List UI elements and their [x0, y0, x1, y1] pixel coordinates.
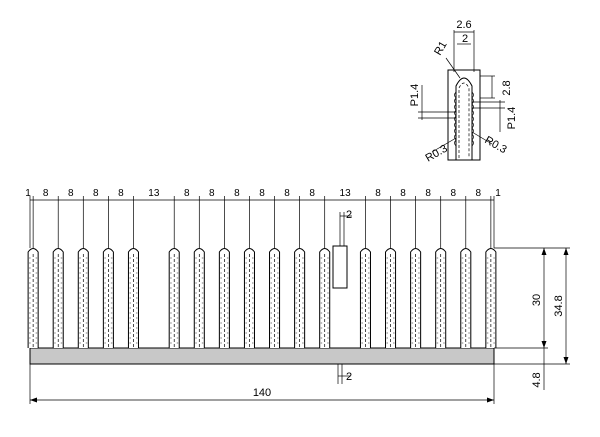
pitch-label: 8: [284, 188, 290, 199]
total-height-label: 34.8: [553, 295, 565, 316]
pitch-label: 8: [400, 188, 406, 199]
pitch-label: 8: [259, 188, 265, 199]
fin: [410, 248, 422, 348]
heatsink-fins: [27, 248, 497, 348]
pitch-label: 8: [93, 188, 99, 199]
pitch-label: 1: [495, 188, 501, 199]
fin: [460, 248, 472, 348]
fin: [27, 248, 39, 348]
detail-radius-top: R1: [432, 39, 449, 57]
pitch-label: 8: [184, 188, 190, 199]
pitch-ticks: [29, 196, 495, 248]
fin: [385, 248, 397, 348]
detail-width-inner: 2: [462, 33, 468, 45]
pitch-label: 8: [209, 188, 215, 199]
fin: [485, 248, 497, 348]
pitch-label: 13: [340, 188, 352, 199]
pitch-label: 8: [118, 188, 124, 199]
detail-pitch-right: P1.4: [506, 107, 518, 130]
pitch-label: 13: [148, 188, 160, 199]
fin-width-top-label: 2: [346, 209, 352, 221]
detail-width-outer: 2.6: [456, 19, 471, 31]
fin: [218, 248, 230, 348]
overall-width-label: 140: [253, 387, 271, 399]
pitch-label: 8: [425, 188, 431, 199]
pitch-label: 8: [450, 188, 456, 199]
fin: [243, 248, 255, 348]
fin: [294, 248, 306, 348]
base-thickness-label: 4.8: [531, 372, 543, 387]
detail-depth: 2.8: [501, 80, 513, 95]
detail-fin-outline: [447, 69, 481, 161]
pitch-label: 1: [25, 188, 31, 199]
detail-pitch-left: P1.4: [409, 84, 421, 107]
pitch-label: 8: [375, 188, 381, 199]
heatsink-profile: 1 8 8 8 8 13 8 8 8 8 8 8 13 8 8 8 8 8 1: [25, 188, 570, 404]
pitch-label: 8: [476, 188, 482, 199]
detail-marker: [332, 245, 348, 289]
fin: [102, 248, 114, 348]
pitch-label: 8: [43, 188, 49, 199]
pitch-label: 8: [234, 188, 240, 199]
fin: [359, 248, 371, 348]
pitch-label: 8: [68, 188, 74, 199]
fin: [319, 248, 331, 348]
fin: [269, 248, 281, 348]
detail-radius-left: R0.3: [424, 143, 450, 165]
fin: [435, 248, 447, 348]
heatsink-base: [29, 347, 495, 365]
fin-detail-view: 2.6 2 R1 2.8 P1.4 P1.4 R0.3: [409, 19, 518, 165]
fin: [52, 248, 64, 348]
fin-width-bottom-label: 2: [346, 371, 352, 383]
pitch-labels: 1 8 8 8 8 13 8 8 8 8 8 8 13 8 8 8 8 8 1: [25, 188, 501, 199]
fin: [193, 248, 205, 348]
detail-radius-right: R0.3: [483, 134, 509, 156]
fin: [168, 248, 180, 348]
fin: [127, 248, 139, 348]
pitch-label: 8: [309, 188, 315, 199]
fin: [77, 248, 89, 348]
fin-height-label: 30: [531, 294, 543, 306]
